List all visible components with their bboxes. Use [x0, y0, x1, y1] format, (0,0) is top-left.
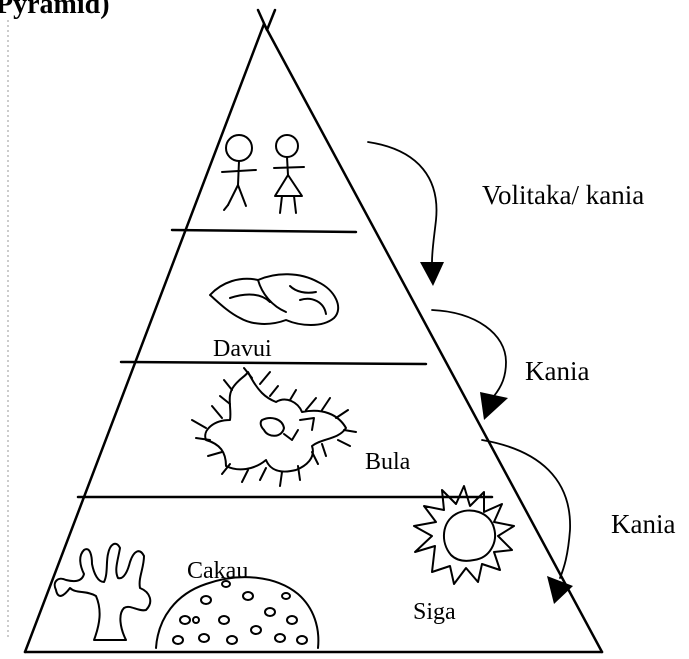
pyramid-outline — [25, 10, 602, 652]
arrow-1 — [368, 142, 444, 286]
arrow-2 — [432, 310, 508, 420]
cakau-reef-drawing — [156, 577, 318, 648]
arrow-3-label: Kania — [611, 509, 675, 539]
arrow-2-label: Kania — [525, 356, 589, 386]
arrow-1-label: Volitaka/ kania — [482, 180, 644, 210]
header-fragment: Pyramid) — [0, 0, 110, 20]
people-drawing — [222, 135, 304, 213]
coral-drawing — [55, 544, 151, 640]
davui-shells-drawing — [210, 274, 338, 325]
level-divider-1 — [172, 230, 356, 232]
bula-seaweed-drawing — [192, 368, 356, 486]
cakau-label: Cakau — [187, 558, 248, 584]
level-divider-2 — [121, 362, 426, 364]
bula-label: Bula — [365, 449, 411, 475]
siga-label: Siga — [413, 599, 456, 625]
sun-drawing — [414, 486, 514, 584]
davui-label: Davui — [213, 336, 272, 362]
